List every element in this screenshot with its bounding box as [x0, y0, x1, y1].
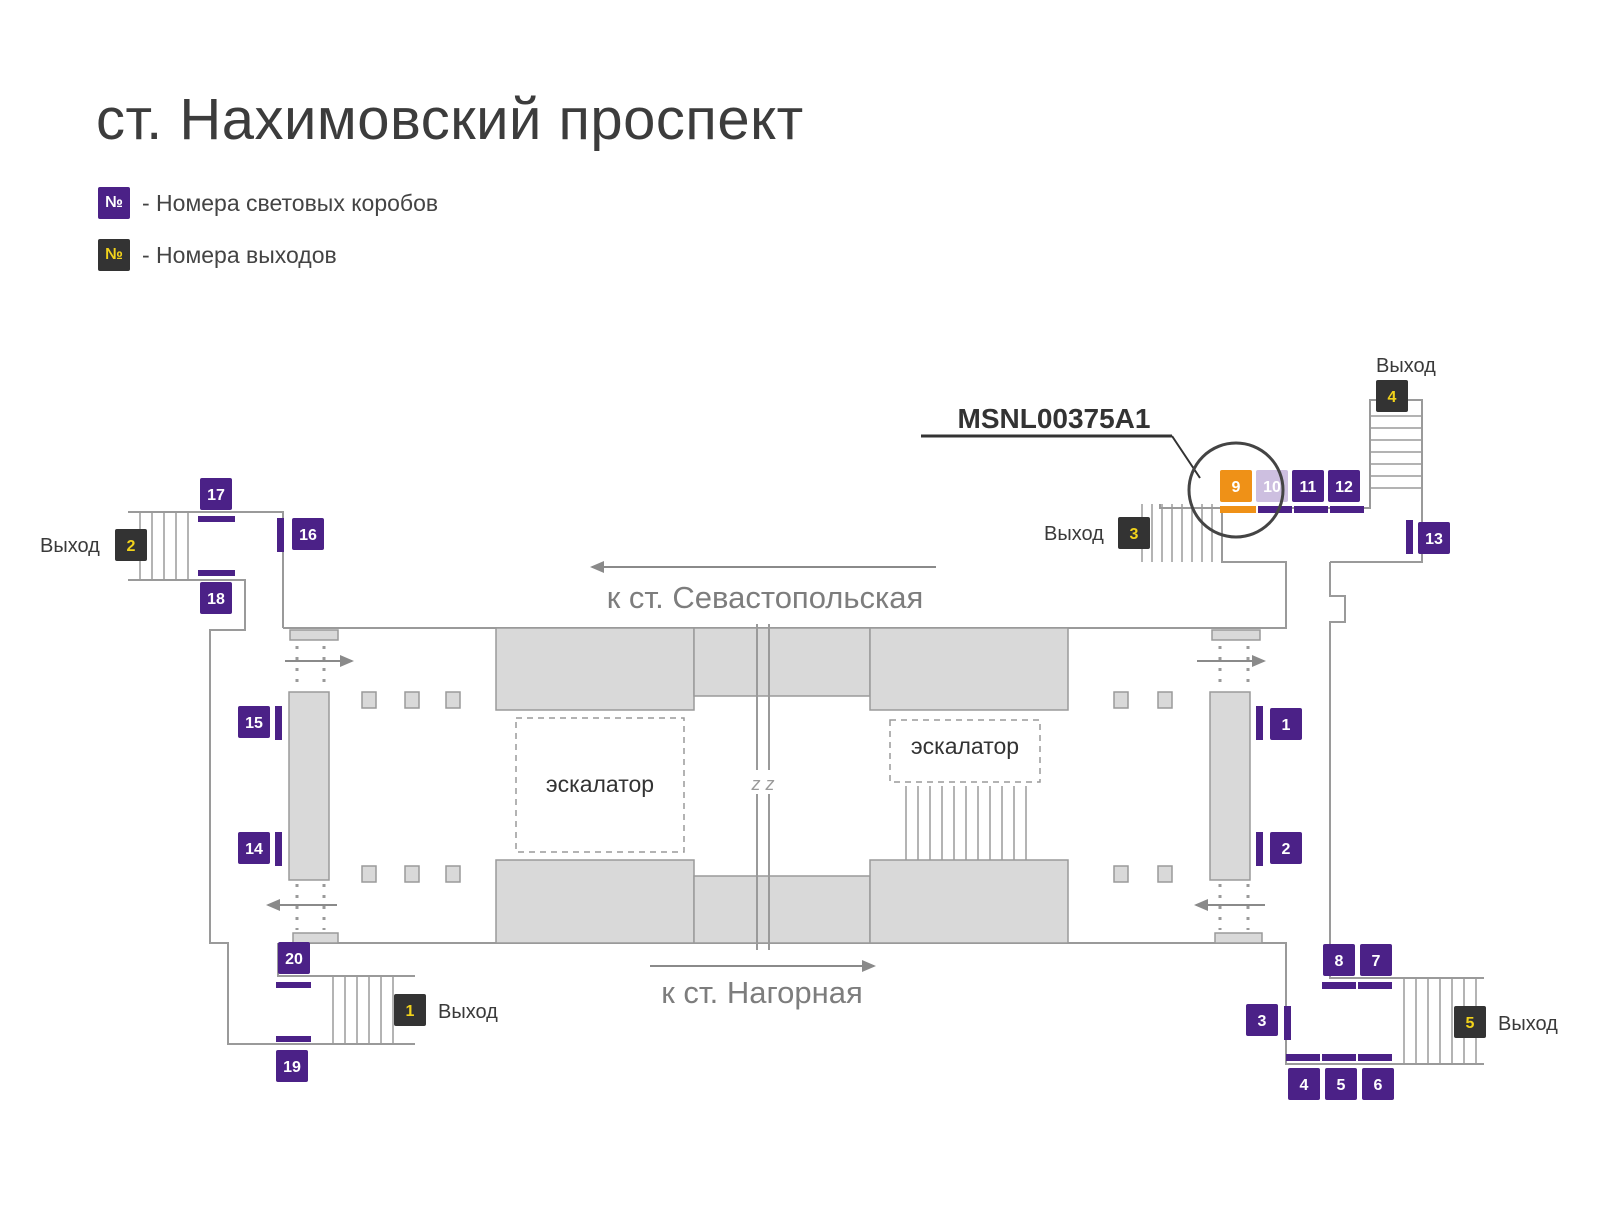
- exit-5[interactable]: 5: [1454, 1006, 1486, 1038]
- svg-text:18: 18: [207, 591, 225, 608]
- lightbox-13[interactable]: 13: [1418, 522, 1450, 554]
- svg-text:12: 12: [1335, 479, 1353, 496]
- svg-text:7: 7: [1372, 953, 1381, 970]
- legend-exit: № - Номера выходов: [98, 239, 337, 271]
- lightbox-7[interactable]: 7: [1360, 944, 1392, 976]
- svg-text:1: 1: [1282, 717, 1291, 734]
- lightbox-15[interactable]: 15: [238, 706, 270, 738]
- svg-text:11: 11: [1300, 479, 1317, 496]
- escalator-zone-right: [889, 719, 1041, 783]
- svg-text:10: 10: [1263, 479, 1281, 496]
- exit-4[interactable]: 4: [1376, 380, 1408, 412]
- svg-text:14: 14: [245, 841, 263, 858]
- callout-leader: [1171, 435, 1201, 479]
- svg-text:15: 15: [245, 715, 263, 732]
- exit-1-label: Выход: [438, 1001, 498, 1023]
- lightbox-6[interactable]: 6: [1362, 1068, 1394, 1100]
- lightbox-2[interactable]: 2: [1270, 832, 1302, 864]
- svg-text:2: 2: [1282, 841, 1291, 858]
- escalator-label-right: эскалатор: [911, 733, 1019, 759]
- lightbox-11[interactable]: 11: [1292, 470, 1324, 502]
- lightbox-1[interactable]: 1: [1270, 708, 1302, 740]
- lightbox-4[interactable]: 4: [1288, 1068, 1320, 1100]
- legend-lightbox: № - Номера световых коробов: [98, 187, 438, 219]
- escalator-label-left: эскалатор: [546, 771, 654, 797]
- page-title: ст. Нахимовский проспект: [96, 87, 804, 152]
- direction-bottom-label: к ст. Нагорная: [661, 975, 863, 1010]
- direction-top-label: к ст. Севастопольская: [607, 580, 924, 615]
- columns: [361, 691, 1173, 883]
- legend-lightbox-text: - Номера световых коробов: [142, 189, 439, 216]
- svg-text:3: 3: [1130, 526, 1139, 543]
- exit-3-label: Выход: [1044, 523, 1104, 545]
- exit-legend-icon: №: [98, 239, 130, 271]
- passages: [295, 646, 1250, 930]
- highlight-circle: [1187, 441, 1285, 539]
- lightbox-legend-icon: №: [98, 187, 130, 219]
- exits: 1 2 3 4 5: [115, 380, 1486, 1038]
- exit-4-label: Выход: [1376, 355, 1436, 377]
- exit-5-label: Выход: [1498, 1013, 1558, 1035]
- svg-text:6: 6: [1374, 1077, 1383, 1094]
- lightbox-9[interactable]: 9: [1220, 470, 1252, 502]
- svg-text:2: 2: [127, 538, 136, 555]
- svg-text:19: 19: [283, 1059, 301, 1076]
- escalator-zone-left: [515, 717, 685, 853]
- exit-2[interactable]: 2: [115, 529, 147, 561]
- stairs: [139, 415, 1477, 1064]
- lightbox-10[interactable]: 10: [1256, 470, 1288, 502]
- svg-text:9: 9: [1232, 479, 1241, 496]
- flow-arrows: [266, 561, 1266, 972]
- exit-3[interactable]: 3: [1118, 517, 1150, 549]
- svg-text:20: 20: [285, 951, 303, 968]
- lightbox-5[interactable]: 5: [1325, 1068, 1357, 1100]
- exit-1[interactable]: 1: [394, 994, 426, 1026]
- svg-text:4: 4: [1388, 389, 1397, 406]
- lightbox-12[interactable]: 12: [1328, 470, 1360, 502]
- lightbox-19[interactable]: 19: [276, 1050, 308, 1082]
- svg-text:1: 1: [406, 1003, 415, 1020]
- track-break-mark: z z: [750, 774, 774, 794]
- lightbox-17[interactable]: 17: [200, 478, 232, 510]
- lightbox-16[interactable]: 16: [292, 518, 324, 550]
- highlight-code: MSNL00375A1: [958, 403, 1151, 434]
- lightbox-8[interactable]: 8: [1323, 944, 1355, 976]
- lightbox-badges: 1 2 3 4 5 6 7 8 9 10 11 12 13 14 15 16 1…: [200, 470, 1450, 1100]
- lightbox-bars: [198, 506, 1413, 1061]
- track-break-mask: [752, 770, 774, 794]
- lightbox-20[interactable]: 20: [278, 942, 310, 974]
- svg-text:17: 17: [207, 487, 225, 504]
- lightbox-3[interactable]: 3: [1246, 1004, 1278, 1036]
- svg-text:16: 16: [299, 527, 317, 544]
- svg-text:5: 5: [1466, 1015, 1475, 1032]
- svg-text:5: 5: [1337, 1077, 1346, 1094]
- svg-text:3: 3: [1258, 1013, 1267, 1030]
- svg-text:8: 8: [1335, 953, 1344, 970]
- structural-blocks: [288, 627, 1263, 944]
- legend-exit-text: - Номера выходов: [142, 241, 337, 268]
- lightbox-18[interactable]: 18: [200, 582, 232, 614]
- svg-text:4: 4: [1300, 1077, 1309, 1094]
- lightbox-14[interactable]: 14: [238, 832, 270, 864]
- svg-text:13: 13: [1425, 531, 1443, 548]
- exit-2-label: Выход: [40, 535, 100, 557]
